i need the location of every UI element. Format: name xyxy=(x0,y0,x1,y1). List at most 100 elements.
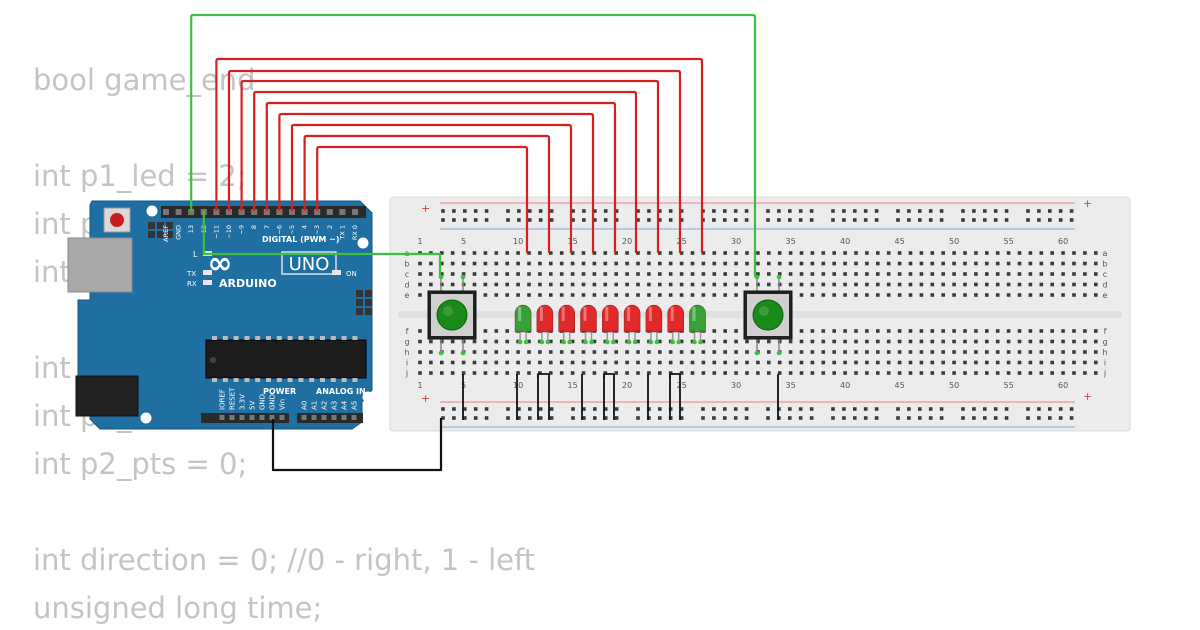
rx-label: RX xyxy=(187,280,197,288)
hole xyxy=(1017,261,1022,266)
hole xyxy=(777,251,782,255)
row-letter: i xyxy=(406,359,408,368)
hole xyxy=(570,339,575,344)
led-pin-dot xyxy=(539,339,545,345)
hole xyxy=(658,261,662,266)
header-pin xyxy=(326,209,333,215)
hole xyxy=(788,272,793,276)
hole xyxy=(1039,282,1044,287)
hole xyxy=(734,350,738,354)
hole xyxy=(876,350,880,354)
rail-hole xyxy=(668,218,673,222)
hole xyxy=(821,282,826,287)
rail-hole xyxy=(853,209,857,213)
hole xyxy=(1039,251,1044,255)
rail-hole xyxy=(809,218,814,222)
hole xyxy=(679,261,684,266)
top-pin-label: TX 1 xyxy=(338,225,346,241)
hole xyxy=(745,350,749,354)
hole xyxy=(876,360,880,365)
hole xyxy=(1039,329,1044,333)
hole xyxy=(592,251,597,255)
red-led xyxy=(667,304,684,345)
hole xyxy=(483,261,488,266)
top-pin-label: 13 xyxy=(187,225,195,233)
rail-hole xyxy=(918,416,922,420)
chip-pin xyxy=(309,378,315,382)
hole xyxy=(897,293,902,297)
hole xyxy=(919,293,924,297)
rail-hole xyxy=(874,407,879,411)
hole xyxy=(723,282,727,287)
hole xyxy=(658,360,662,365)
row-letter: f xyxy=(406,327,409,336)
hole xyxy=(516,261,520,266)
hole xyxy=(429,360,433,365)
hole xyxy=(614,350,618,354)
hole xyxy=(461,360,466,365)
rail-hole xyxy=(961,407,965,411)
hole xyxy=(549,350,553,354)
hole xyxy=(985,329,989,333)
header-pin xyxy=(251,209,258,215)
rail-hole xyxy=(528,218,532,222)
tx-label: TX xyxy=(186,270,196,278)
hole xyxy=(559,371,564,375)
hole xyxy=(658,371,662,375)
header-pin xyxy=(321,415,327,420)
rail-hole xyxy=(463,218,467,222)
hole xyxy=(799,360,804,365)
header-pin xyxy=(163,209,169,215)
hole xyxy=(756,282,760,287)
hole xyxy=(865,282,869,287)
top-pin-label: AREF xyxy=(162,225,170,242)
hole xyxy=(472,360,477,365)
rail-hole xyxy=(928,416,933,420)
bottom-pin-label: IOREF xyxy=(219,389,227,410)
hole xyxy=(494,329,499,333)
hole xyxy=(886,293,891,297)
hole xyxy=(559,293,564,297)
hole xyxy=(777,261,782,266)
hole xyxy=(799,272,804,276)
hole xyxy=(461,261,466,266)
hole xyxy=(930,282,935,287)
hole xyxy=(1028,261,1033,266)
rail-hole xyxy=(896,209,900,213)
rail-hole xyxy=(896,407,900,411)
rail-hole xyxy=(506,416,510,420)
rail-hole xyxy=(993,416,998,420)
hole xyxy=(712,360,717,365)
hole xyxy=(930,251,935,255)
hole xyxy=(625,360,629,365)
chip-pin xyxy=(352,378,358,382)
rail-hole xyxy=(907,218,911,222)
icsp-pin xyxy=(365,299,372,306)
rail-hole xyxy=(842,407,846,411)
hole xyxy=(985,293,989,297)
hole xyxy=(450,350,455,354)
rail-hole xyxy=(582,209,586,213)
hole xyxy=(549,293,553,297)
rail-hole xyxy=(766,209,770,213)
rail-hole xyxy=(463,209,467,213)
row-letter: a xyxy=(1103,249,1108,258)
hole xyxy=(963,360,967,365)
hole xyxy=(1050,293,1054,297)
hole xyxy=(450,272,455,276)
rail-hole xyxy=(853,407,857,411)
button-cap xyxy=(436,299,468,331)
hole xyxy=(799,293,804,297)
chip-pin xyxy=(212,336,217,340)
hole xyxy=(941,371,945,375)
rail-hole xyxy=(603,416,608,420)
rail-hole xyxy=(636,407,640,411)
rail-hole xyxy=(441,407,445,411)
hole xyxy=(625,293,629,297)
rail-hole xyxy=(972,218,976,222)
hole xyxy=(985,261,989,266)
hole xyxy=(1061,329,1065,333)
top-pin-label: ~11 xyxy=(212,225,220,239)
header-pin xyxy=(175,209,182,215)
code-line: int direction = 0; //0 - right, 1 - left xyxy=(33,543,536,577)
